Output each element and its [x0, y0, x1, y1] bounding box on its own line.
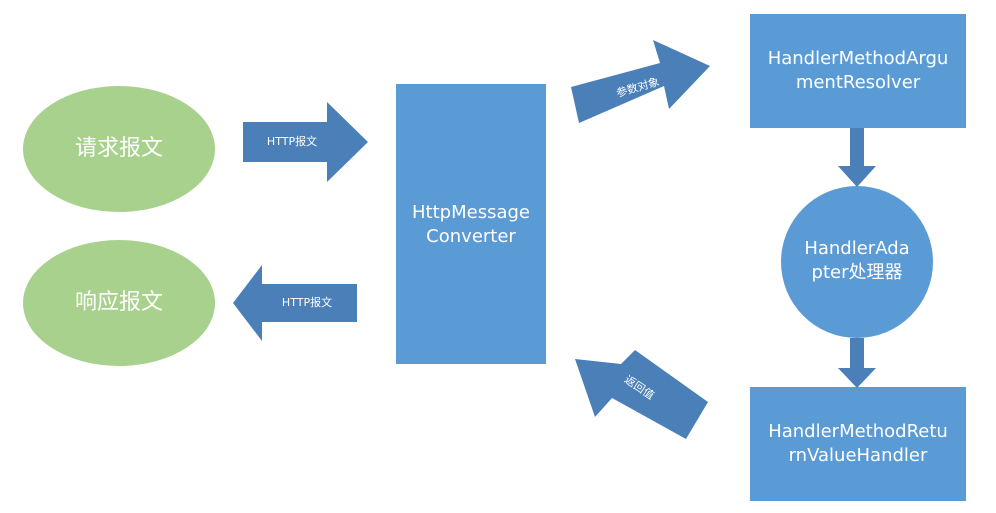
http-out-text: HTTP报文 [281, 295, 333, 309]
request-ellipse [23, 86, 215, 212]
converter-box [396, 84, 546, 364]
response-ellipse [23, 240, 215, 366]
resolver-label: HandlerMethodArgu mentResolver [750, 41, 966, 101]
return-handler-box [750, 387, 966, 501]
converter-label: HttpMessage Converter [396, 195, 546, 255]
return-arrow [575, 350, 708, 439]
down-arrow-bottom [838, 338, 876, 388]
return-handler-line1: HandlerMethodRetu [768, 420, 948, 442]
resolver-box [750, 14, 966, 128]
return-handler-label: HandlerMethodRetu rnValueHandler [750, 414, 966, 474]
http-in-text: HTTP报文 [266, 134, 318, 148]
return-handler-line2: rnValueHandler [788, 445, 928, 466]
return-label: 返回值 [604, 360, 673, 416]
http-out-arrow [233, 265, 357, 341]
args-text: 参数对象 [614, 74, 661, 100]
response-label: 响应报文 [23, 282, 215, 324]
down-arrow-top [838, 128, 876, 187]
args-arrow [571, 40, 710, 123]
adapter-line1: HandlerAda [804, 237, 910, 259]
return-text: 返回值 [622, 372, 657, 402]
adapter-label: HandlerAda pter处理器 [781, 230, 933, 292]
request-text: 请求报文 [74, 136, 163, 162]
http-out-label: HTTP报文 [262, 293, 352, 313]
adapter-circle [781, 186, 933, 338]
response-text: 响应报文 [74, 290, 163, 316]
http-in-label: HTTP报文 [252, 132, 332, 152]
converter-line2: Converter [426, 226, 516, 247]
http-in-arrow [243, 102, 368, 182]
resolver-line1: HandlerMethodArgu [767, 47, 949, 69]
args-label: 参数对象 [597, 67, 679, 108]
adapter-line2: pter处理器 [811, 262, 903, 283]
request-label: 请求报文 [23, 128, 215, 170]
resolver-line2: mentResolver [795, 72, 921, 93]
converter-line1: HttpMessage [412, 201, 530, 223]
